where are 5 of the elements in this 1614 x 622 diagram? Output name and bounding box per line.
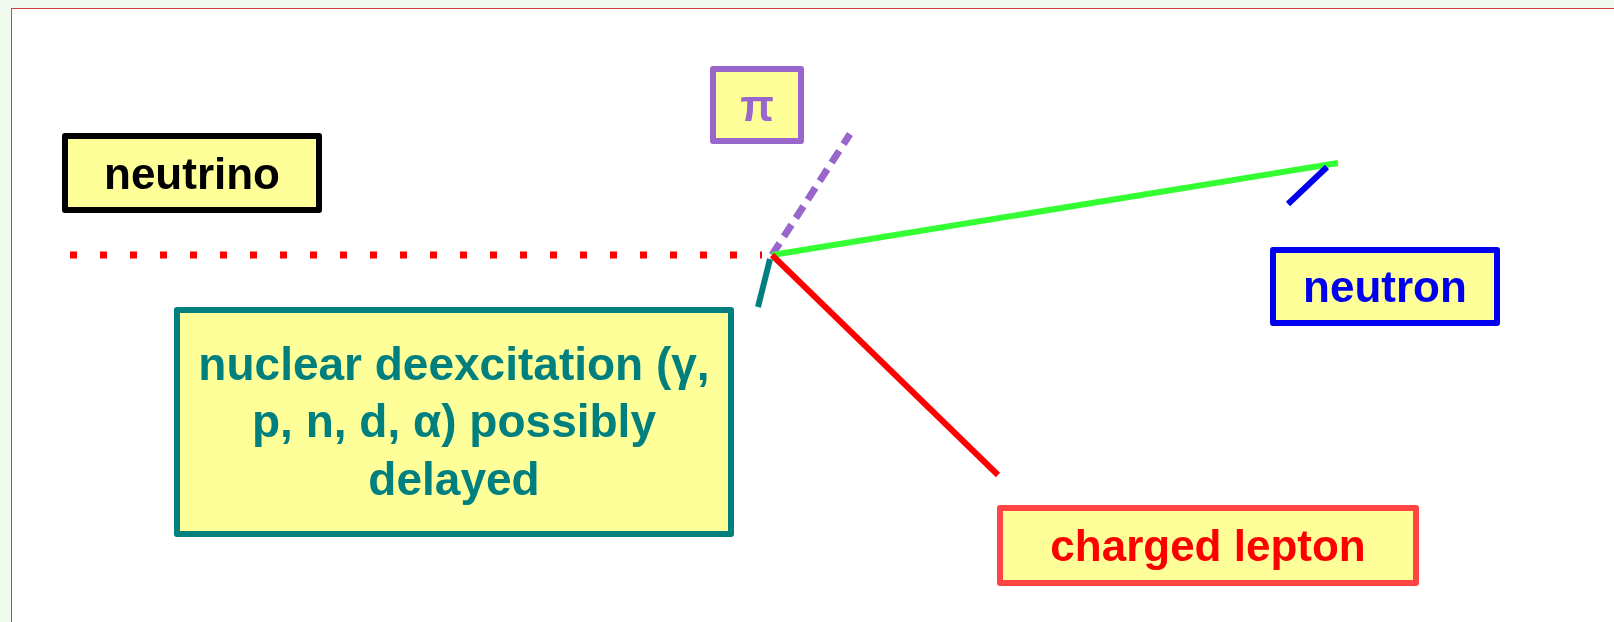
particle-label: neutron: [1303, 261, 1467, 313]
process-label: nuclear deexcitation (γ, p, n, d, α) possibly delayed: [197, 336, 711, 507]
particle-label: π: [740, 79, 774, 132]
particle-label: neutrino: [104, 147, 280, 200]
particle-label: charged lepton: [1050, 520, 1366, 572]
